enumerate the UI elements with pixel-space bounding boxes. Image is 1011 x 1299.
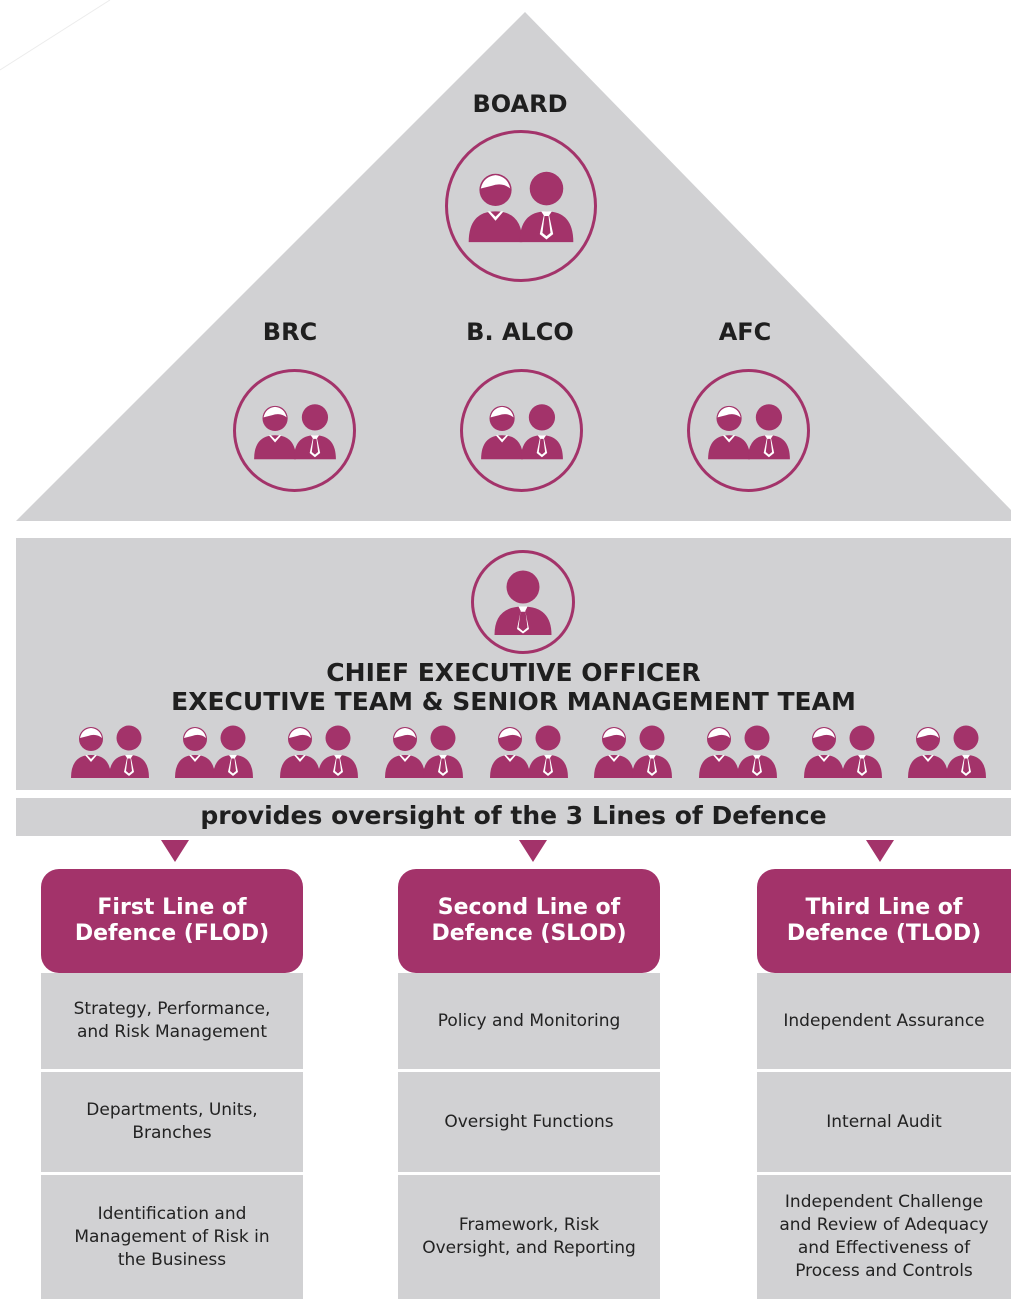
board-label: BOARD — [472, 90, 568, 118]
tlod-item-line: Internal Audit — [826, 1111, 942, 1132]
tlod-header: Third Line of Defence (TLOD) — [757, 869, 1011, 973]
slod-title-line: Second Line of — [437, 895, 621, 920]
slod-item-line: Policy and Monitoring — [437, 1010, 621, 1031]
committee-label-afc: AFC — [718, 318, 772, 346]
people-pair-icon — [69, 724, 151, 778]
people-pair-icon — [252, 401, 338, 461]
flod-item-line: Identification and — [97, 1203, 247, 1224]
committee-label-balco: B. ALCO — [466, 318, 574, 346]
person-icon — [494, 570, 552, 635]
flod-item: Departments, Units, Branches — [41, 1072, 303, 1172]
flod-item-line: the Business — [117, 1249, 227, 1270]
ceo-circle — [471, 550, 575, 654]
flod-header: First Line of Defence (FLOD) — [41, 869, 303, 973]
tlod-item: Internal Audit — [757, 1072, 1011, 1172]
slod-item-line: Oversight, and Reporting — [422, 1238, 636, 1258]
flod-item: Strategy, Performance, and Risk Managemen… — [41, 973, 303, 1069]
arrow-down-icon — [866, 840, 894, 862]
people-pair-icon — [173, 724, 255, 778]
people-pair-icon — [697, 724, 779, 778]
people-pair-icon — [488, 724, 570, 778]
slod-title-line: Defence (SLOD) — [431, 921, 627, 946]
ceo-title: CHIEF EXECUTIVE OFFICER — [326, 658, 701, 687]
tlod-item: Independent Challenge and Review of Adequ… — [757, 1175, 1011, 1299]
flod-item-line: Branches — [132, 1123, 212, 1143]
flod-item-line: Departments, Units, — [86, 1100, 258, 1120]
slod-item-line: Oversight Functions — [444, 1111, 614, 1132]
tlod-title-line: Defence (TLOD) — [786, 921, 982, 946]
slod-item: Policy and Monitoring — [398, 973, 660, 1069]
tlod-title-line: Third Line of — [805, 895, 963, 920]
arrow-down-icon — [519, 840, 547, 862]
people-pair-icon — [479, 401, 565, 461]
tlod-item-line: Independent Assurance — [783, 1010, 985, 1031]
people-pair-icon — [466, 164, 576, 248]
tlod-item-line: Process and Controls — [795, 1261, 973, 1281]
people-pair-icon — [802, 724, 884, 778]
committee-label-brc: BRC — [262, 318, 318, 346]
team-icons-row — [16, 724, 1011, 780]
flod-item-line: and Risk Management — [76, 1022, 267, 1042]
oversight-banner: provides oversight of the 3 Lines of Def… — [16, 798, 1011, 836]
tlod-item-line: and Review of Adequacy — [779, 1215, 989, 1235]
flod-item-line: Strategy, Performance, — [73, 999, 271, 1019]
committee-circle-afc — [687, 369, 810, 492]
people-pair-icon — [592, 724, 674, 778]
people-pair-icon — [906, 724, 988, 778]
committee-circle-brc — [233, 369, 356, 492]
people-pair-icon — [383, 724, 465, 778]
committee-circle-balco — [460, 369, 583, 492]
flod-title-line: Defence (FLOD) — [74, 921, 270, 946]
tlod-item: Independent Assurance — [757, 973, 1011, 1069]
slod-header: Second Line of Defence (SLOD) — [398, 869, 660, 973]
flod-item-line: Management of Risk in — [74, 1226, 270, 1247]
slod-item: Oversight Functions — [398, 1072, 660, 1172]
executive-team-title: EXECUTIVE TEAM & SENIOR MANAGEMENT TEAM — [171, 687, 856, 716]
people-pair-icon — [706, 401, 792, 461]
flod-title-line: First Line of — [97, 895, 247, 920]
board-circle — [445, 130, 597, 282]
tlod-item-line: Independent Challenge — [784, 1192, 984, 1212]
people-pair-icon — [278, 724, 360, 778]
tlod-item-line: and Effectiveness of — [797, 1238, 971, 1258]
arrow-down-icon — [161, 840, 189, 862]
slod-item-line: Framework, Risk — [458, 1215, 600, 1235]
